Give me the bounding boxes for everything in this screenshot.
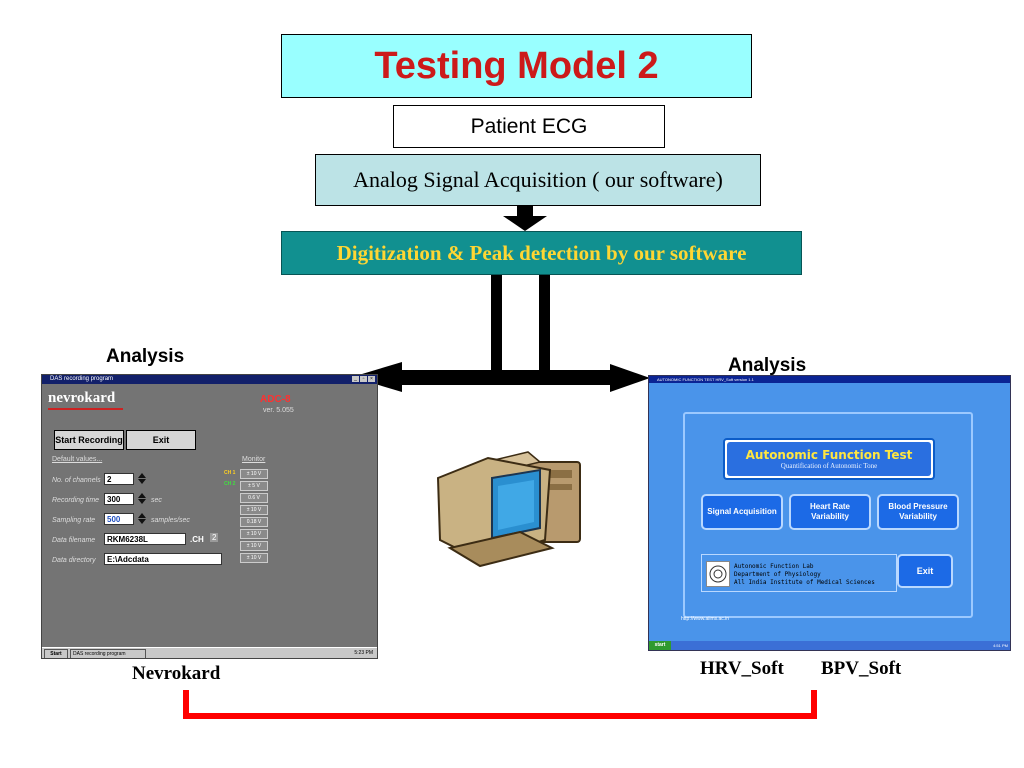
lab-line: All India Institute of Medical Sciences xyxy=(734,579,875,586)
recording-time-unit: sec xyxy=(151,497,162,504)
channels-label: No. of channels xyxy=(52,477,101,484)
monitor-range[interactable]: ± 5 V xyxy=(240,481,268,491)
close-icon: × xyxy=(368,376,375,382)
maximize-icon: ▫ xyxy=(360,376,367,382)
monitor-label: Monitor xyxy=(242,456,266,463)
app-subtitle: Quantification of Autonomic Tone xyxy=(780,462,878,470)
extension-number: 2 xyxy=(210,533,219,542)
heart-rate-variability-button[interactable]: Heart Rate Variability xyxy=(789,494,871,530)
taskbar-clock: 5:23 PM xyxy=(354,650,373,656)
data-directory-label: Data directory xyxy=(52,557,96,564)
monitor-range[interactable]: ± 10 V xyxy=(240,469,268,479)
signal-acquisition-button[interactable]: Signal Acquisition xyxy=(701,494,783,530)
start-button[interactable]: start xyxy=(649,641,671,650)
down-arrow-shaft xyxy=(517,204,533,218)
pipe-left xyxy=(491,273,502,377)
data-filename-field[interactable]: RKM6238L xyxy=(104,533,186,545)
lab-line: Department of Physiology xyxy=(734,571,821,578)
blood-pressure-variability-button[interactable]: Blood Pressure Variability xyxy=(877,494,959,530)
ch1-label: CH 1 xyxy=(224,470,236,476)
monitor-range[interactable]: ± 10 V xyxy=(240,541,268,551)
lab-line: Autonomic Function Lab xyxy=(734,563,814,570)
nevrokard-label: Nevrokard xyxy=(132,663,221,684)
app-title-panel: Autonomic Function Test Quantification o… xyxy=(723,438,935,480)
emblem-icon xyxy=(709,565,727,583)
page-title: Testing Model 2 xyxy=(374,44,659,87)
digitization-box: Digitization & Peak detection by our sof… xyxy=(281,231,802,275)
model-label: ADC-8 xyxy=(260,394,291,405)
hrv-soft-label: HRV_Soft xyxy=(700,658,784,679)
exit-button[interactable]: Exit xyxy=(897,554,953,588)
right-arrow-head xyxy=(610,364,650,392)
start-button[interactable]: Start xyxy=(44,649,68,658)
taskbar-item[interactable]: DAS recording program xyxy=(70,649,146,658)
app-title: Autonomic Function Test xyxy=(745,448,913,462)
red-connector xyxy=(183,690,817,719)
nevrokard-logo: nevrokard xyxy=(48,390,116,406)
channels-field[interactable]: 2 xyxy=(104,473,134,485)
bpv-soft-label: BPV_Soft xyxy=(821,658,902,679)
analysis-label-left: Analysis xyxy=(106,346,185,367)
sampling-rate-label: Sampling rate xyxy=(52,517,96,524)
nevrokard-screenshot: DAS recording program _▫× nevrokard ADC-… xyxy=(41,374,378,659)
website-url[interactable]: http://www.aiims.ac.in xyxy=(681,616,730,622)
window-title: AUTONOMIC FUNCTION TEST HRV_Soft version… xyxy=(657,377,754,382)
monitor-range[interactable]: 0.18 V xyxy=(240,517,268,527)
monitor-range[interactable]: ± 10 V xyxy=(240,529,268,539)
sampling-rate-stepper[interactable] xyxy=(137,512,147,526)
taskbar-clock: 4:51 PM xyxy=(993,643,1008,648)
title-box: Testing Model 2 xyxy=(281,34,752,98)
acquisition-box: Analog Signal Acquisition ( our software… xyxy=(315,154,761,206)
recording-time-label: Recording time xyxy=(52,497,100,504)
default-values-link[interactable]: Default values... xyxy=(52,456,103,463)
monitor-range[interactable]: ± 10 V xyxy=(240,553,268,563)
hrv-soft-screenshot: AUTONOMIC FUNCTION TEST HRV_Soft version… xyxy=(648,375,1011,651)
version-label: ver. 5.055 xyxy=(263,407,294,414)
logo-underline xyxy=(48,408,123,410)
lab-text: Autonomic Function Lab Department of Phy… xyxy=(734,563,875,587)
computer-icon xyxy=(436,451,581,568)
lab-info: Autonomic Function Lab Department of Phy… xyxy=(701,554,897,592)
horizontal-arrow-shaft xyxy=(392,370,618,385)
sampling-rate-unit: samples/sec xyxy=(151,517,190,524)
window-controls: _▫× xyxy=(352,376,375,382)
app-title-inner: Autonomic Function Test Quantification o… xyxy=(727,442,931,476)
monitor-range[interactable]: ± 10 V xyxy=(240,505,268,515)
recording-time-stepper[interactable] xyxy=(137,492,147,506)
window-title: DAS recording program xyxy=(50,376,114,382)
patient-ecg-box: Patient ECG xyxy=(393,105,665,148)
aiims-logo xyxy=(706,561,730,587)
taskbar: Start DAS recording program 5:23 PM xyxy=(42,647,377,658)
down-arrow-head xyxy=(503,216,547,231)
extension-label: .CH xyxy=(190,535,204,544)
start-recording-button[interactable]: Start Recording xyxy=(54,430,124,450)
titlebar: AUTONOMIC FUNCTION TEST HRV_Soft version… xyxy=(649,376,1010,383)
minimize-icon: _ xyxy=(352,376,359,382)
sampling-rate-field[interactable]: 500 xyxy=(104,513,134,525)
recording-time-field[interactable]: 300 xyxy=(104,493,134,505)
ch2-label: CH 2 xyxy=(224,481,236,487)
data-filename-label: Data filename xyxy=(52,537,96,544)
monitor-range[interactable]: 0.6 V xyxy=(240,493,268,503)
taskbar: start 4:51 PM xyxy=(649,641,1010,650)
channels-stepper[interactable] xyxy=(137,472,147,486)
titlebar: DAS recording program _▫× xyxy=(42,375,377,384)
analysis-label-right: Analysis xyxy=(728,355,807,376)
data-directory-field[interactable]: E:\Adcdata xyxy=(104,553,222,565)
exit-button[interactable]: Exit xyxy=(126,430,196,450)
main-panel xyxy=(683,412,973,618)
pipe-right xyxy=(539,273,550,377)
